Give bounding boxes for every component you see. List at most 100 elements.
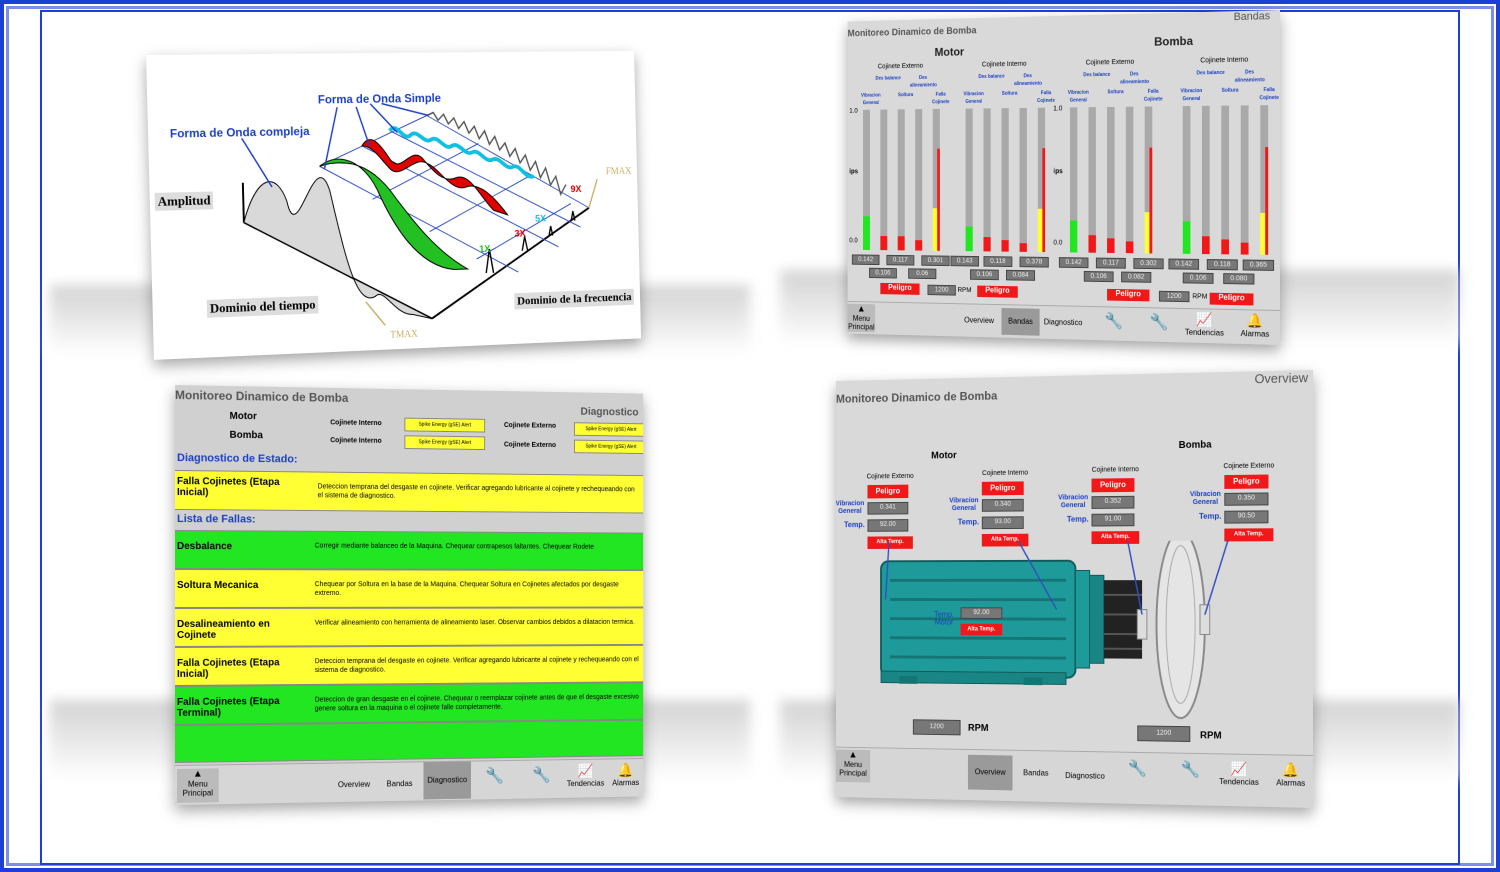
bandas-tab[interactable]: Bandas (386, 779, 413, 789)
bandas-value-bottom: 0.084 (1006, 269, 1036, 281)
bomba-wrench-icon[interactable]: 🔧 (1180, 761, 1200, 779)
bandas-ymin-left: 0.0 (849, 237, 858, 245)
sensor-temp-label: Temp. (957, 517, 980, 527)
bandas-value-top: 0.301 (921, 255, 950, 267)
overview-view-label: Overview (1254, 370, 1309, 387)
overview-tab[interactable]: Overview (967, 754, 1013, 791)
overview-tab[interactable]: Overview (964, 315, 994, 326)
falla-text: Verificar alineamiento con herramienta d… (314, 618, 635, 627)
sensor-vib-label: Vibracion General (1189, 490, 1221, 507)
menu-principal-button[interactable]: ▲Menu Principal (847, 303, 876, 333)
bandas-value-top: 0.365 (1242, 259, 1275, 271)
bomba-wrench-icon[interactable]: 🔧 (1149, 314, 1169, 332)
bandas-value-bottom: 0.080 (1223, 273, 1255, 285)
bandas-group-name: Cojinete Externo (1085, 58, 1135, 67)
bandas-bar (1088, 107, 1096, 253)
bandas-value-bottom: 0.106 (869, 267, 897, 279)
bandas-bar (863, 109, 870, 250)
sensor-danger: Peligro (1224, 474, 1269, 489)
bandas-bar (1107, 106, 1115, 253)
bandas-bar-fill (1240, 242, 1249, 255)
bandas-ymax-right: 1.0 (1053, 105, 1063, 113)
motor-temp-value: 92.00 (960, 607, 1003, 619)
diag-bomba-interno: Cojinete Interno (330, 437, 382, 445)
menu-principal-button[interactable]: ▲Menu Principal (176, 768, 219, 803)
bandas-col-label: Des alineamiento (1234, 69, 1265, 84)
bandas-value-bottom: 0.06 (908, 268, 937, 280)
alarmas-button[interactable]: 🔔Alarmas (1268, 761, 1313, 788)
sensor-name: Cojinete Externo (1223, 462, 1275, 471)
bandas-bar-fill (880, 236, 888, 251)
menu-principal-label: Menu Principal (848, 314, 875, 332)
diagnostico-tab[interactable]: Diagnostico (1043, 317, 1083, 328)
overview-tab[interactable]: Overview (337, 779, 371, 790)
bandas-bar (897, 109, 905, 251)
alarm-bell-icon: 🔔 (1282, 761, 1300, 778)
falla-text: Chequear por Soltura en la base de la Ma… (314, 581, 619, 597)
bandas-col-label: Des balance (875, 75, 901, 82)
bandas-col-label: Vibracion General (1180, 88, 1203, 103)
estado-section-title: Diagnostico de Estado: (176, 452, 298, 466)
bandas-ymin-right: 0.0 (1053, 239, 1063, 247)
tendencias-button[interactable]: 📈Tendencias (565, 762, 607, 789)
bomba-wrench-icon[interactable]: 🔧 (532, 767, 551, 784)
diag-bomba-externo: Cojinete Externo (503, 441, 556, 450)
bandas-tab[interactable]: Bandas (1001, 307, 1040, 336)
diagnostico-tab[interactable]: Diagnostico (423, 761, 471, 800)
sensor-temp-label: Temp. (1199, 511, 1222, 521)
harmonic-3x: 3X (514, 228, 526, 240)
bandas-danger-3: Peligro (1107, 288, 1150, 302)
tendencias-button[interactable]: 📈Tendencias (1183, 311, 1226, 338)
bandas-rpm-value-motor: 1200 (927, 284, 956, 296)
motor-wrench-icon[interactable]: 🔧 (1104, 313, 1123, 331)
menu-principal-button[interactable]: ▲Menu Principal (835, 749, 871, 783)
bandas-col-label: Des alineamiento (1014, 73, 1042, 87)
bandas-unit-right: ips (1053, 168, 1063, 176)
overview-title: Monitoreo Dinamico de Bomba (835, 388, 998, 406)
motor-body (881, 561, 1104, 686)
falla-text: Deteccion temprana del desgaste en cojin… (314, 656, 639, 675)
alarmas-button[interactable]: 🔔Alarmas (608, 762, 643, 788)
bandas-title: Monitoreo Dinamico de Bomba (847, 25, 977, 40)
amplitude-label: Amplitud (154, 191, 214, 211)
bandas-bar-fill (1069, 220, 1078, 253)
bandas-value-bottom: 0.082 (1121, 271, 1152, 283)
bandas-group-name: Cojinete Interno (981, 60, 1027, 69)
bandas-rpm-value-bomba: 1200 (1158, 290, 1190, 303)
bandas-value-bottom: 0.106 (1083, 271, 1114, 283)
sensor-temp-label: Temp. (1066, 514, 1089, 524)
bandas-bar-alarm-fill (937, 148, 940, 251)
diag-motor-interno: Cojinete Interno (330, 419, 382, 428)
bandas-group-name: Cojinete Externo (877, 62, 923, 71)
coupling (1104, 580, 1142, 659)
motor-wrench-icon[interactable]: 🔧 (485, 767, 504, 785)
alarm-bell-icon: 🔔 (617, 762, 634, 778)
bandas-col-label: Des balance (1196, 69, 1225, 77)
alarmas-button[interactable]: 🔔Alarmas (1233, 312, 1277, 339)
bandas-ymax-left: 1.0 (849, 107, 858, 115)
diag-bomba-label: Bomba (229, 429, 263, 442)
bandas-tab[interactable]: Bandas (1023, 768, 1049, 778)
sensor-name: Cojinete Interno (982, 469, 1029, 478)
trend-chart-icon: 📈 (577, 762, 594, 779)
diagnostico-tab[interactable]: Diagnostico (1065, 771, 1105, 781)
harmonic-9x: 9X (570, 184, 582, 195)
motor-wrench-icon[interactable]: 🔧 (1127, 760, 1147, 778)
bandas-value-top: 0.302 (1133, 258, 1164, 270)
bandas-bar-fill (1019, 243, 1027, 252)
bandas-col-label: Soltura (1221, 87, 1239, 94)
bandas-bar-fill (1221, 239, 1230, 255)
motor-pump-drawing (836, 540, 1313, 740)
bandas-bar (1019, 107, 1027, 252)
tendencias-button[interactable]: 📈Tendencias (1215, 760, 1264, 787)
bandas-bar-alarm-fill (1042, 148, 1046, 253)
fallas-filler (175, 719, 644, 763)
bandas-bar (1069, 107, 1078, 253)
bandas-value-top: 0.117 (886, 254, 915, 266)
home-icon: ▲ (848, 749, 858, 761)
waveform-diagram: Forma de Onda compleja Forma de Onda Sim… (146, 50, 642, 360)
alarmas-label: Alarmas (612, 778, 640, 788)
bandas-bar-fill (965, 226, 973, 252)
diag-view-label: Diagnostico (580, 405, 639, 419)
